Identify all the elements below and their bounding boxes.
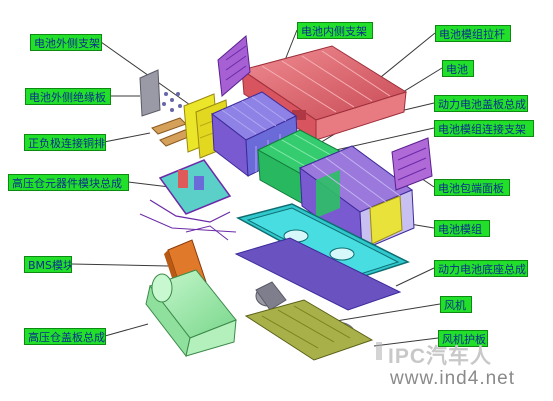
label-fan-guard: 风机护板 xyxy=(438,330,488,347)
label-module-connecting-bracket: 电池模组连接支架 xyxy=(434,120,534,137)
label-pos-neg-copper-bar: 正负极连接铜排 xyxy=(24,134,106,151)
label-inner-side-bracket: 电池内侧支架 xyxy=(297,22,373,39)
label-fan: 风机 xyxy=(440,296,472,313)
label-hv-cover-assembly: 高压仓盖板总成 xyxy=(24,328,106,345)
label-cell: 电池 xyxy=(442,60,474,77)
label-pack-end-panel: 电池包端面板 xyxy=(434,179,510,196)
watermark-url-text: www.ind4.net xyxy=(390,368,516,389)
label-battery-module: 电池模组 xyxy=(434,220,490,237)
label-outer-side-bracket: 电池外侧支架 xyxy=(30,34,102,51)
label-module-pull-rod: 电池模组拉杆 xyxy=(435,25,511,42)
watermark-brand-text: IPC汽车人 xyxy=(388,345,493,368)
label-bms-module: BMS模块 xyxy=(24,256,72,273)
hv-module-assembly-part xyxy=(139,159,237,233)
label-outer-side-insulation: 电池外侧绝缘板 xyxy=(25,88,111,105)
watermark-logo-icon xyxy=(376,342,382,360)
hv-cover-assembly-part xyxy=(145,269,237,358)
outer-top-end-plate-part xyxy=(217,35,251,97)
pack-base-assembly-part xyxy=(234,203,410,311)
battery-module-part xyxy=(298,145,415,252)
label-pack-base-assembly: 动力电池底座总成 xyxy=(434,260,528,277)
connector-bolt-cluster xyxy=(162,92,182,112)
fan-guard-part xyxy=(244,299,374,361)
label-hv-module-assembly: 高压仓元器件模块总成 xyxy=(8,174,129,191)
label-pack-cover-assembly: 动力电池盖板总成 xyxy=(434,95,528,112)
pack-end-panel-part xyxy=(391,137,433,191)
outer-side-insulation-part xyxy=(139,69,161,117)
